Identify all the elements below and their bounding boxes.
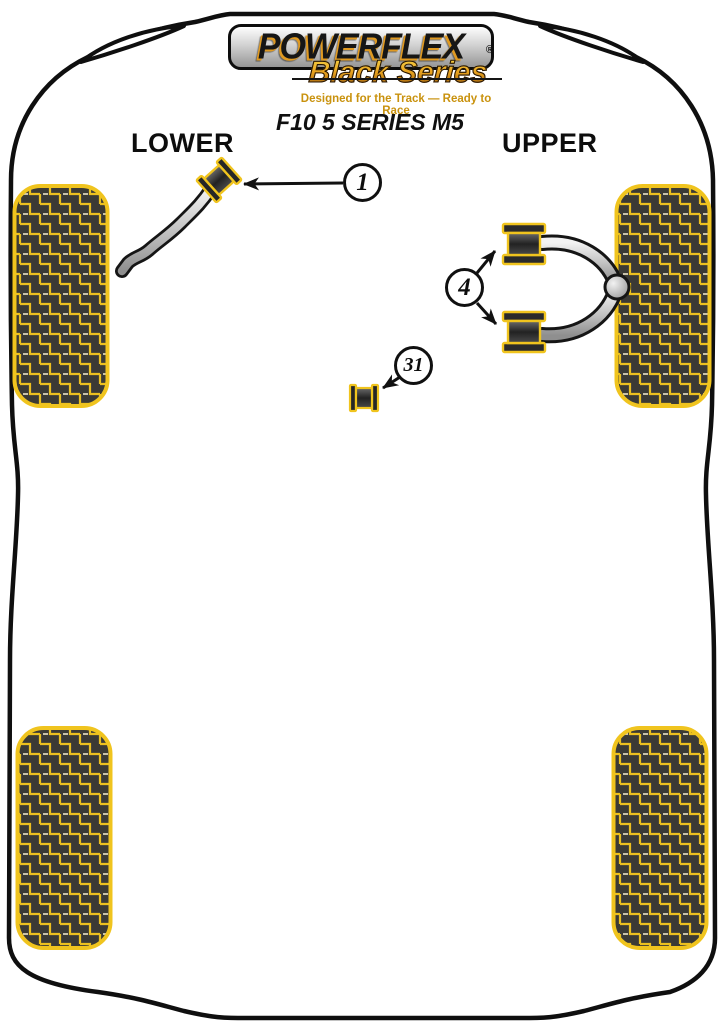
tire-rear-left	[15, 726, 113, 950]
upper-arm-rear-bushing-icon	[501, 310, 547, 354]
callout-arrows	[243, 177, 498, 390]
arrow-callout-4-upper	[475, 250, 497, 274]
ball-joint-icon	[603, 273, 631, 301]
arrow-callout-31	[382, 374, 401, 390]
label-upper: UPPER	[502, 128, 598, 158]
arrow-callout-1	[243, 177, 344, 191]
brand-tagline: Designed for the Track — Ready to Race	[300, 93, 492, 117]
callout-4-number: 4	[458, 273, 471, 301]
upper-wishbone-graphic	[501, 222, 631, 354]
powerflex-logo: POWERFLEX ®	[228, 24, 494, 70]
page-title: F10 5 SERIES M5	[276, 109, 464, 135]
label-lower: LOWER	[131, 128, 234, 158]
tire-front-left	[12, 184, 110, 408]
headlight-left-icon	[79, 24, 186, 64]
upper-arm-front-bushing-icon	[501, 222, 547, 266]
lower-arm-bushing-icon	[195, 156, 243, 204]
tire-rear-right	[611, 726, 709, 950]
callout-31-number: 31	[403, 354, 424, 376]
powerflex-logo-text: POWERFLEX	[257, 26, 465, 67]
callout-31-badge[interactable]: 31	[394, 346, 433, 385]
callout-4-badge[interactable]: 4	[445, 268, 484, 307]
black-series-label: Black Series	[297, 55, 499, 90]
arrow-callout-4-lower	[475, 301, 498, 326]
callout-1-badge[interactable]: 1	[343, 163, 382, 202]
series-strike-line	[292, 78, 502, 80]
small-bushing-icon	[348, 383, 380, 413]
tire-front-right	[614, 184, 712, 408]
callout-1-number: 1	[356, 168, 369, 196]
headlight-right-icon	[538, 24, 645, 64]
lower-arm-graphic	[115, 156, 243, 278]
registered-trademark-icon: ®	[485, 44, 494, 56]
